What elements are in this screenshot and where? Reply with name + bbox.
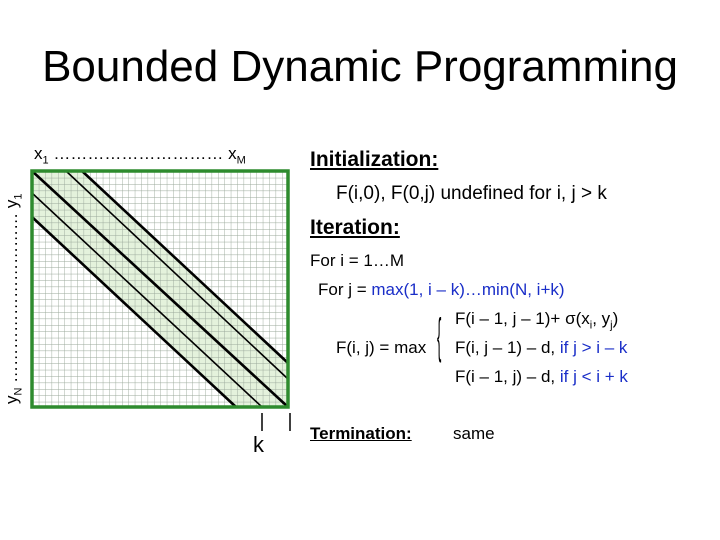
initialization-text: F(i,0), F(0,j) undefined for i, j > k (336, 183, 607, 204)
slide-title: Bounded Dynamic Programming (42, 42, 678, 91)
band-upper-inner-edge (65, 170, 289, 380)
formula-brace: { (437, 307, 442, 364)
formula-case-match: F(i – 1, j – 1)+ σ(xi, yj) (455, 309, 619, 332)
band-lower-edge (31, 216, 237, 408)
formula-case-gap-y: F(i – 1, j) – d, if j < i + k (455, 367, 628, 386)
termination-text: same (453, 424, 495, 443)
band-lower-inner-edge (31, 192, 263, 408)
x-axis-label: x1 ………………………… xM (34, 144, 246, 167)
termination-heading: Termination: (310, 424, 412, 443)
band-upper-edge (81, 170, 289, 364)
band-width-label: k (253, 432, 264, 457)
matrix-border (30, 169, 290, 409)
iteration-heading: Iteration: (310, 216, 400, 239)
y-axis-label: yN ………………………… y1 (2, 193, 25, 404)
initialization-heading: Initialization: (310, 148, 439, 171)
main-diagonal (31, 170, 289, 408)
dp-matrix-diagram (30, 169, 291, 431)
loop-j-range: max(1, i – k)…min(N, i+k) (371, 280, 565, 299)
formula-case-gap-x: F(i, j – 1) – d, if j > i – k (455, 338, 628, 357)
formula-lhs: F(i, j) = max (336, 338, 427, 357)
loop-i-text: For i = 1…M (310, 251, 404, 270)
loop-j-text: For j = max(1, i – k)…min(N, i+k) (318, 280, 565, 299)
